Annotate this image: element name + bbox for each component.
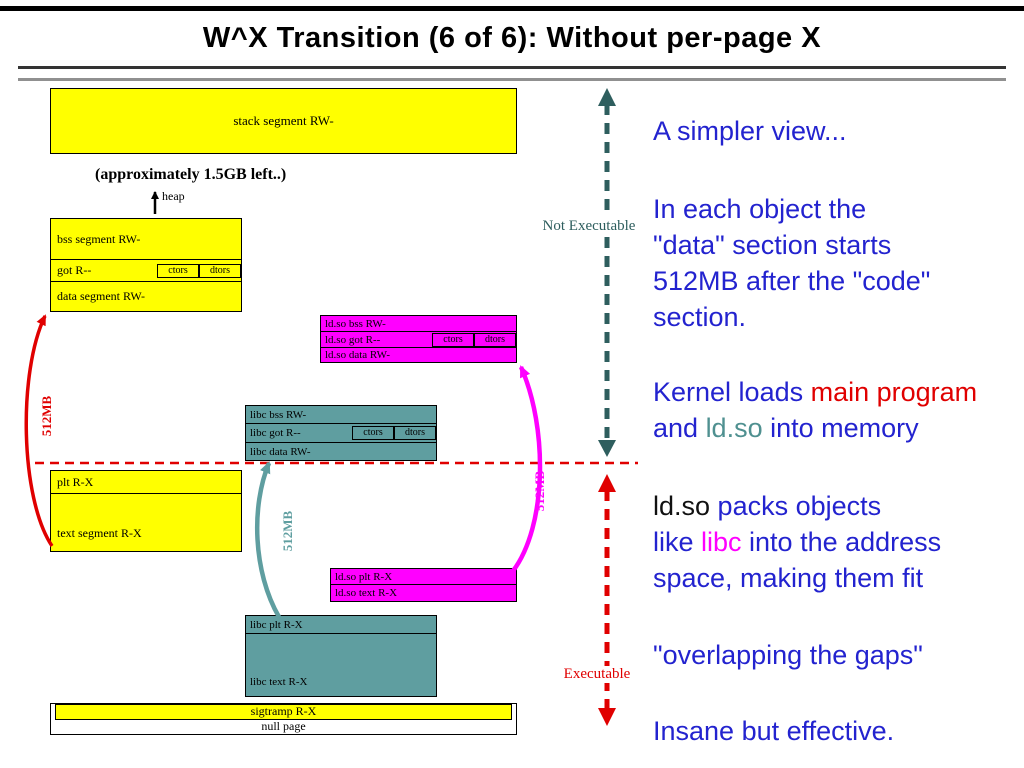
- ldso-data-row: ld.so data RW-: [321, 347, 516, 362]
- text-segment-row: text segment R-X: [51, 493, 241, 551]
- got-row: got R-- ctors dtors: [51, 259, 241, 281]
- note-data-section-line1: In each object the: [653, 194, 867, 224]
- stack-segment-label: stack segment RW-: [233, 113, 334, 128]
- ldso-ctors-dtors-boxes: ctors dtors: [432, 332, 516, 347]
- bottom-pages-box: sigtramp R-X null page: [50, 703, 517, 735]
- bss-segment-row: bss segment RW-: [57, 231, 141, 246]
- libc-plt-row: libc plt R-X: [250, 618, 303, 631]
- stack-segment-box: stack segment RW-: [50, 88, 517, 154]
- ldso-dtors-box: dtors: [474, 332, 516, 347]
- title-rule: [18, 66, 1006, 81]
- note-data-section-line2: "data" section starts: [653, 230, 892, 260]
- ldso-plt-row: ld.so plt R-X: [335, 570, 393, 583]
- sigtramp-box: sigtramp R-X: [55, 704, 512, 720]
- not-executable-label: Not Executable: [541, 216, 637, 236]
- libc-ctors-box: ctors: [352, 426, 394, 440]
- main-code-segment-group: plt R-X text segment R-X: [50, 470, 242, 552]
- note-data-section: In each object the "data" section starts…: [653, 191, 930, 335]
- executable-arrowhead-bottom: [598, 708, 616, 726]
- executable-arrowhead-top: [598, 474, 616, 492]
- main-data-segment-group: bss segment RW- got R-- ctors dtors data…: [50, 218, 242, 312]
- label-512mb-libc: 512MB: [280, 510, 295, 552]
- got-label: got R--: [57, 263, 92, 277]
- ctors-box: ctors: [157, 263, 199, 278]
- ldso-data-group: ld.so bss RW- ld.so got R-- ctors dtors …: [320, 315, 517, 363]
- note-kernel-loads-line1: Kernel loads main program: [653, 377, 978, 407]
- ctors-dtors-boxes: ctors dtors: [157, 263, 241, 278]
- note-simpler-view: A simpler view...: [653, 116, 847, 146]
- note-ldso-packs-line2: like libc into the address: [653, 527, 942, 557]
- ldso-text-row: ld.so text R-X: [331, 584, 516, 601]
- approx-space-label: (approximately 1.5GB left..): [95, 166, 287, 183]
- data-segment-row: data segment RW-: [51, 281, 241, 311]
- dtors-box: dtors: [199, 263, 241, 278]
- null-page-box: null page: [261, 719, 306, 733]
- libc-text-row: libc text R-X: [246, 633, 436, 696]
- note-ldso-packs-line3: space, making them fit: [653, 563, 924, 593]
- libc-got-label: libc got R--: [250, 427, 301, 439]
- ldso-got-label: ld.so got R--: [325, 333, 381, 346]
- note-ldso-packs: ld.so packs objects like libc into the a…: [653, 488, 941, 596]
- label-512mb-ldso: 512MB: [532, 470, 547, 512]
- libc-ctors-dtors-boxes: ctors dtors: [352, 426, 436, 440]
- libc-dtors-box: dtors: [394, 426, 436, 440]
- libc-bss-row: libc bss RW-: [250, 408, 307, 421]
- libc-code-group: libc plt R-X libc text R-X: [245, 615, 437, 697]
- ldso-ctors-box: ctors: [432, 332, 474, 347]
- ldso-bss-row: ld.so bss RW-: [325, 317, 386, 330]
- top-border-line: [0, 6, 1024, 11]
- executable-label: Executable: [549, 666, 645, 683]
- libc-512mb-arrow: [255, 461, 281, 619]
- libc-data-group: libc bss RW- libc got R-- ctors dtors li…: [245, 405, 437, 461]
- page-title: W^X Transition (6 of 6): Without per-pag…: [202, 22, 822, 54]
- note-data-section-line3: 512MB after the "code": [653, 266, 931, 296]
- note-kernel-loads-line2: and ld.so into memory: [653, 413, 919, 443]
- libc-got-row: libc got R-- ctors dtors: [246, 423, 436, 442]
- ldso-got-row: ld.so got R-- ctors dtors: [321, 331, 516, 347]
- not-executable-arrowhead-top: [598, 88, 616, 106]
- not-executable-arrowhead-bottom: [598, 440, 616, 457]
- ldso-code-group: ld.so plt R-X ld.so text R-X: [330, 568, 517, 602]
- note-ldso-packs-line1: ld.so packs objects: [653, 491, 882, 521]
- libc-data-row: libc data RW-: [246, 442, 436, 460]
- note-overlapping: "overlapping the gaps": [653, 640, 923, 670]
- note-insane: Insane but effective.: [653, 716, 895, 746]
- note-data-section-line4: section.: [653, 302, 747, 332]
- plt-row: plt R-X: [57, 474, 94, 489]
- note-kernel-loads: Kernel loads main program and ld.so into…: [653, 374, 977, 446]
- label-512mb-main: 512MB: [39, 395, 54, 437]
- heap-label: heap: [162, 189, 185, 203]
